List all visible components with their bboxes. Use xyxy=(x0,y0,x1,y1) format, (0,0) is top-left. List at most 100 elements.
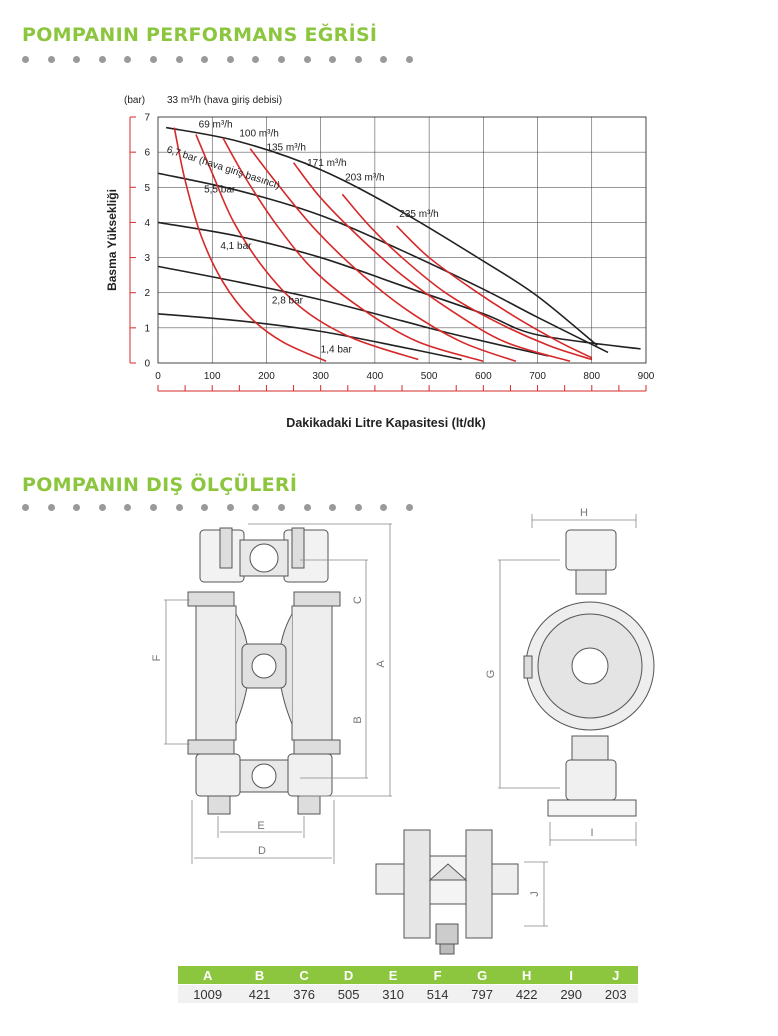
divider-dot xyxy=(226,504,234,511)
airflow-curve xyxy=(292,162,571,363)
dimension-table: A B C D E F G H I J 1009 421 376 505 310… xyxy=(178,966,638,1003)
pressure-curve xyxy=(157,265,549,357)
x-tick-label: 0 xyxy=(155,371,161,382)
dimensions-dots-divider xyxy=(22,504,422,512)
divider-dot xyxy=(252,504,260,511)
divider-dot xyxy=(150,56,157,63)
curve-label: 135 m³/h xyxy=(266,142,305,153)
dimension-header-f: F xyxy=(415,966,460,985)
x-tick-label: 100 xyxy=(204,371,221,382)
dimension-lines xyxy=(164,514,637,927)
x-tick-label: 300 xyxy=(312,371,329,382)
curve-label: 2,8 bar xyxy=(272,295,304,306)
y-tick-label: 7 xyxy=(144,113,150,124)
divider-dot xyxy=(98,504,106,511)
divider-dot xyxy=(150,504,157,511)
plot-frame xyxy=(157,116,647,364)
dimension-header-j: J xyxy=(593,966,638,985)
dimension-header-g: G xyxy=(459,966,505,985)
curve-label: 5,5 bar xyxy=(204,185,236,196)
pressure-curve xyxy=(165,126,598,347)
y-tick-label: 5 xyxy=(144,183,150,194)
divider-dot xyxy=(303,56,311,63)
airflow-curve xyxy=(173,127,327,362)
divider-dot xyxy=(380,504,388,511)
dimension-value-a: 1009 xyxy=(178,984,238,1003)
dimension-value-f: 514 xyxy=(415,984,460,1003)
dimension-value-c: 376 xyxy=(281,984,327,1003)
dimension-label-c: C xyxy=(352,596,364,604)
performance-dots-divider xyxy=(22,56,422,64)
airflow-header-label: 33 m³/h (hava giriş debisi) xyxy=(167,95,282,106)
x-tick-label: 500 xyxy=(421,371,438,382)
dimension-value-g: 797 xyxy=(459,984,505,1003)
divider-dot xyxy=(98,56,106,63)
dimension-header-b: B xyxy=(237,966,282,985)
divider-dot xyxy=(175,56,183,63)
dimension-label-a: A xyxy=(375,660,387,668)
divider-dot xyxy=(303,504,311,511)
divider-dot xyxy=(124,56,132,63)
dimension-label-b: B xyxy=(352,716,364,723)
dimension-label-h: H xyxy=(580,507,588,519)
y-tick-label: 6 xyxy=(144,148,150,159)
divider-dot xyxy=(329,56,337,63)
divider-dot xyxy=(175,504,183,511)
dimension-header-d: D xyxy=(326,966,371,985)
dimension-header-e: E xyxy=(370,966,416,985)
dimension-label-f: F xyxy=(151,654,163,661)
airflow-curve xyxy=(341,193,593,361)
divider-dot xyxy=(201,56,209,63)
airflow-curve xyxy=(396,225,593,359)
divider-dot xyxy=(47,56,55,63)
y-tick-label: 1 xyxy=(144,323,150,334)
divider-dot xyxy=(406,504,413,511)
dimension-label-d: D xyxy=(258,845,266,857)
x-tick-label: 400 xyxy=(367,371,384,382)
performance-section-title: POMPANIN PERFORMANS EĞRİSİ xyxy=(22,24,378,46)
divider-dot xyxy=(354,504,362,511)
x-tick-label: 200 xyxy=(258,371,275,382)
divider-dot xyxy=(22,56,29,63)
curve-label: 1,4 bar xyxy=(321,344,353,355)
divider-dot xyxy=(380,56,388,63)
airflow-curve xyxy=(222,137,484,363)
pump-top-view xyxy=(375,829,519,955)
pressure-curve xyxy=(157,172,609,354)
curve-label: 69 m³/h xyxy=(199,120,233,131)
pump-dimension-drawings: A B C D E F G H I J xyxy=(151,507,655,955)
airflow-curve xyxy=(249,148,517,362)
divider-dot xyxy=(73,56,81,63)
divider-dot xyxy=(406,56,413,63)
curve-label: 100 m³/h xyxy=(239,128,278,139)
dimension-value-h: 422 xyxy=(504,984,549,1003)
dimension-label-g: G xyxy=(485,670,497,679)
curve-label: 171 m³/h xyxy=(307,158,346,169)
divider-dot xyxy=(329,504,337,511)
dimension-table-value-row: 1009 421 376 505 310 514 797 422 290 203 xyxy=(178,984,638,1003)
pressure-curve xyxy=(157,221,641,350)
dimension-header-i: I xyxy=(548,966,594,985)
divider-dot xyxy=(354,56,362,63)
divider-dot xyxy=(47,504,55,511)
pump-side-view xyxy=(523,529,655,817)
x-tick-label: 700 xyxy=(529,371,546,382)
divider-dot xyxy=(124,504,132,511)
divider-dot xyxy=(201,504,209,511)
pump-front-view xyxy=(187,527,341,815)
y-tick-label: 0 xyxy=(144,359,150,370)
divider-dot xyxy=(278,504,285,511)
dimension-value-b: 421 xyxy=(237,984,282,1003)
y-tick-label: 3 xyxy=(144,253,150,264)
dimension-value-i: 290 xyxy=(548,984,594,1003)
dimension-label-j: J xyxy=(529,891,541,897)
curve-label: 4,1 bar xyxy=(220,241,252,252)
divider-dot xyxy=(73,504,81,511)
divider-dot xyxy=(226,56,234,63)
dimension-header-a: A xyxy=(178,966,238,985)
dimension-label-e: E xyxy=(257,820,264,832)
x-tick-label: 600 xyxy=(475,371,492,382)
curve-label: 203 m³/h xyxy=(345,172,384,183)
x-tick-label: 900 xyxy=(638,371,655,382)
